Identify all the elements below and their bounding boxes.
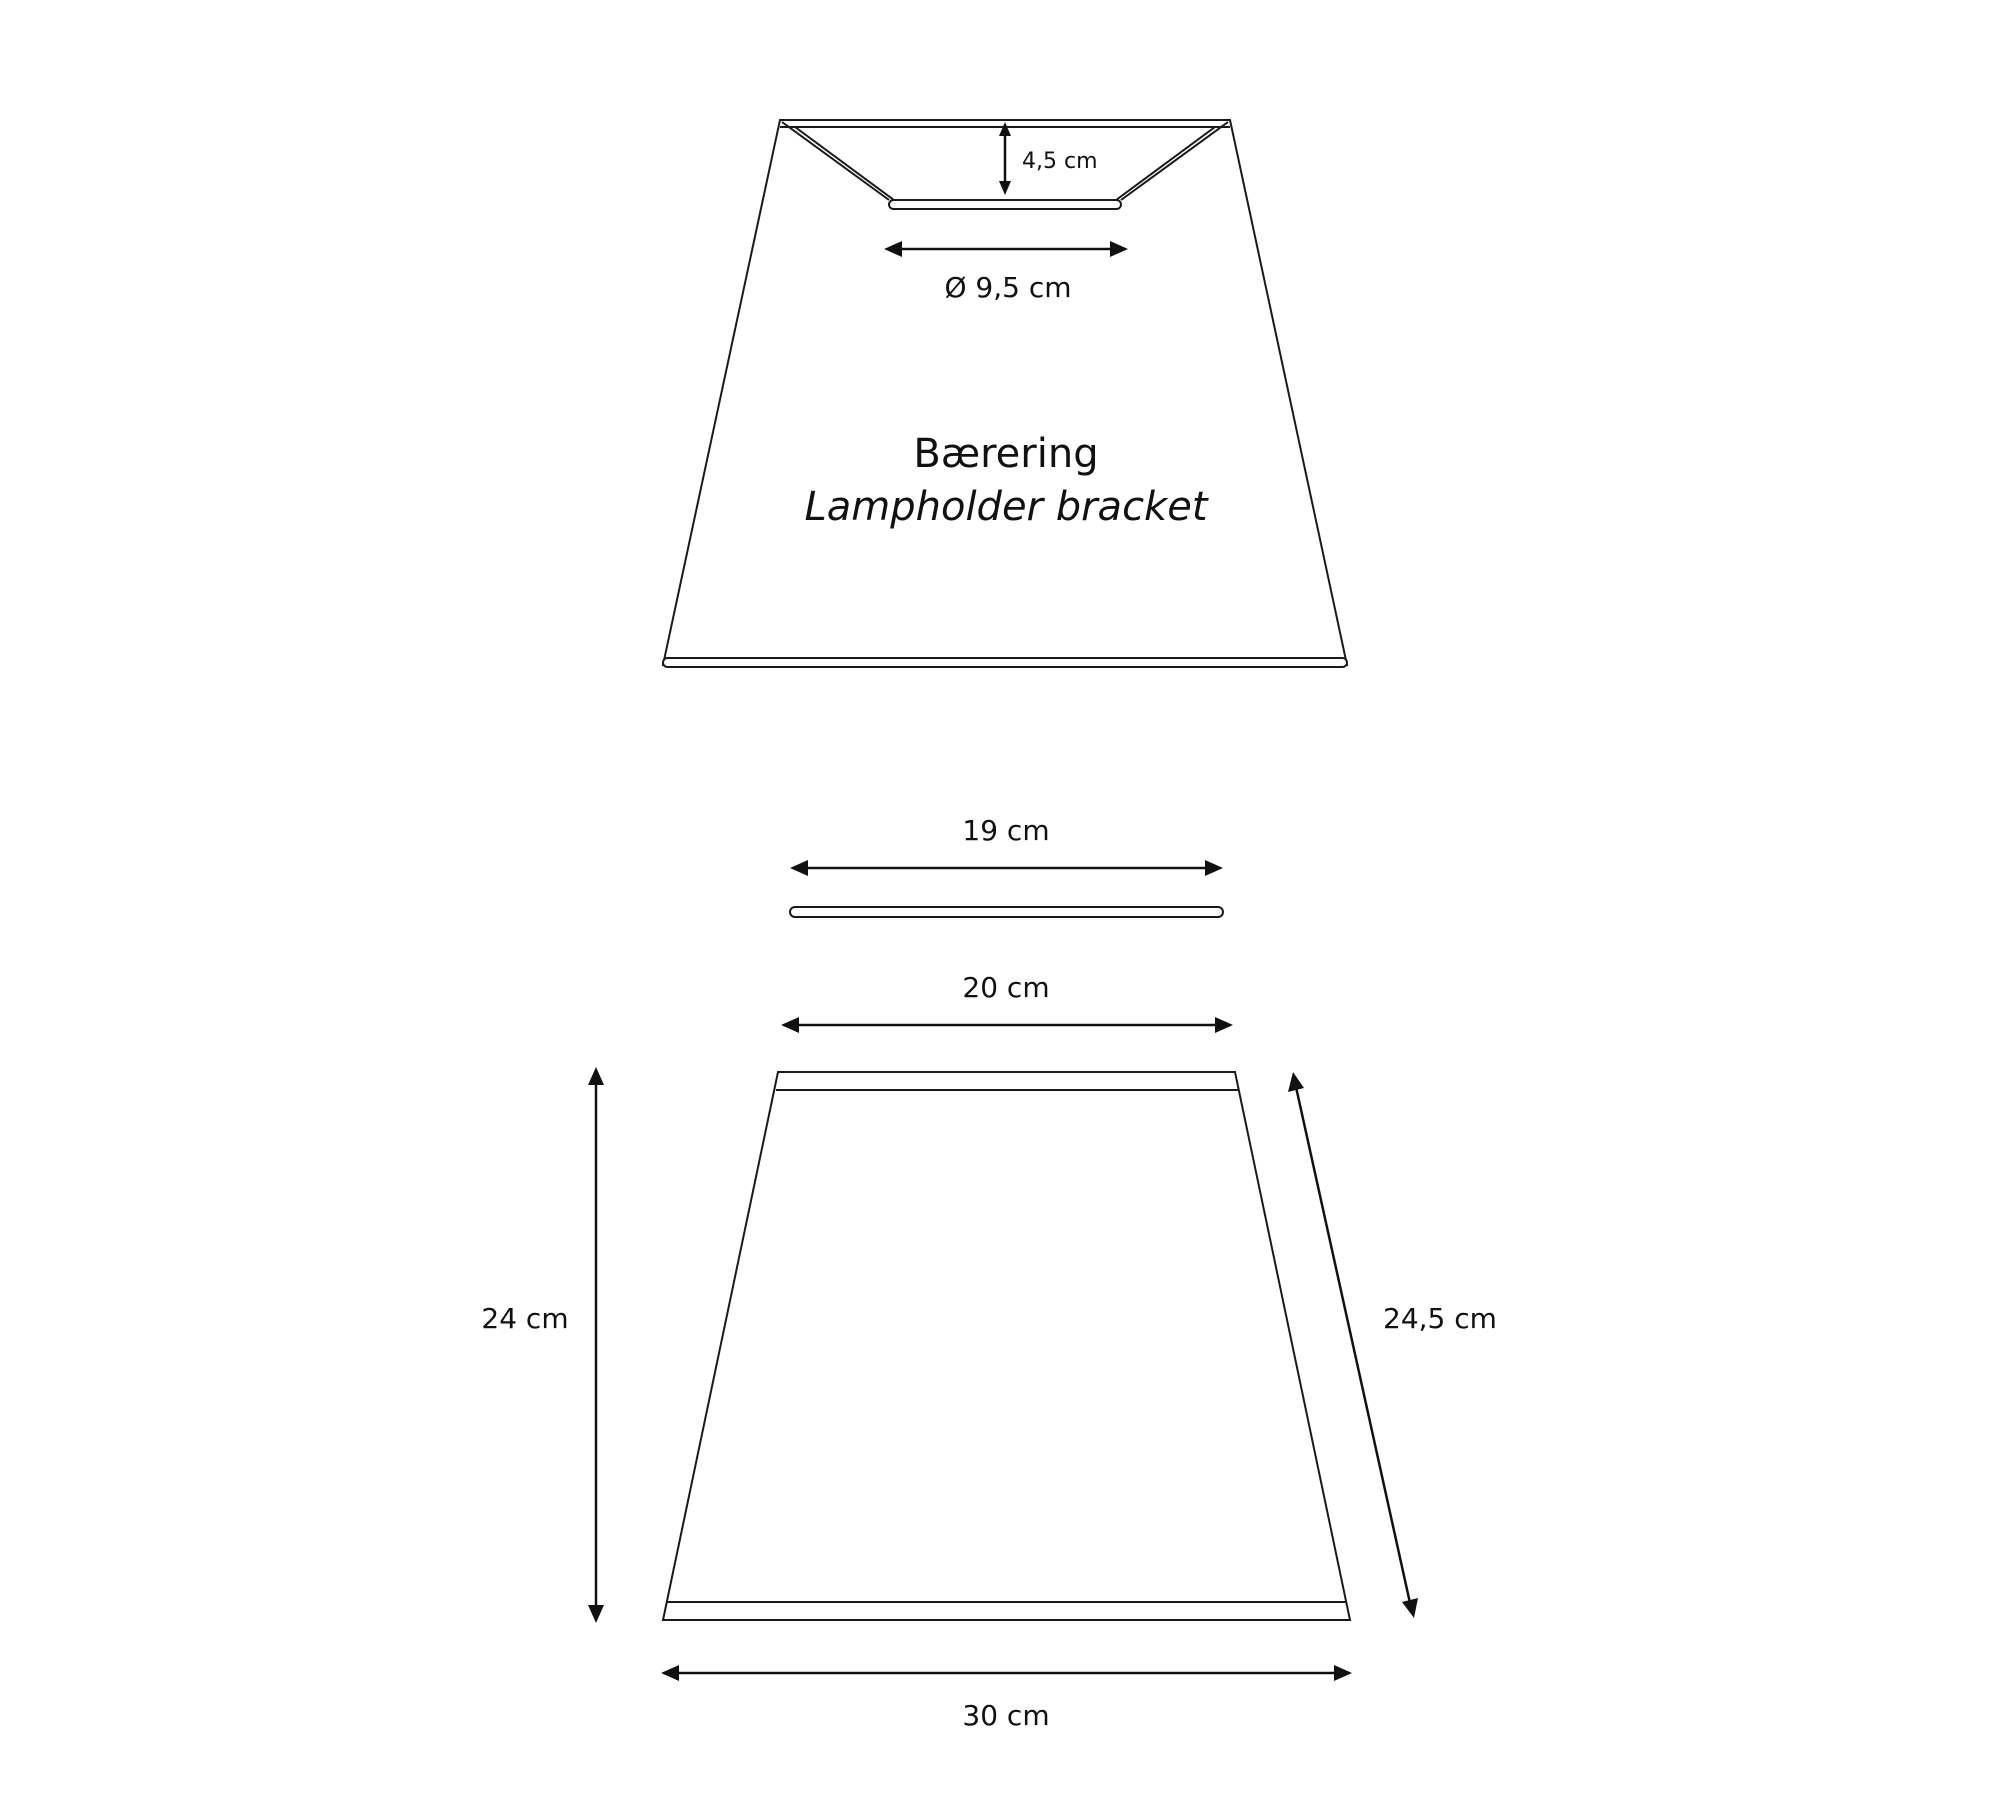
bracket-spoke-right-a (1120, 121, 1229, 201)
shade-bottom-width-label: 30 cm (962, 1699, 1049, 1732)
arrowhead-up (588, 1067, 604, 1085)
ring-diameter-label: Ø 9,5 cm (944, 271, 1071, 304)
ring-diameter-dimension: Ø 9,5 cm (884, 241, 1128, 304)
lampholder-bracket-drawing (661, 119, 1349, 668)
ring-width-label: 19 cm (962, 814, 1049, 847)
ring-height-dimension: 4,5 cm (999, 122, 1098, 195)
arrowhead-left (661, 1665, 679, 1681)
bracket-label-danish: Bærering (913, 431, 1098, 477)
bracket-spoke-right-b (1111, 126, 1216, 204)
arrowhead-left (781, 1017, 799, 1033)
shade-height-label: 24 cm (481, 1302, 568, 1335)
bracket-inner-ring (888, 199, 1122, 210)
bracket-label-english: Lampholder bracket (804, 484, 1208, 530)
bracket-spoke-left-a (781, 121, 890, 201)
arrowhead-up (999, 122, 1011, 136)
arrowhead-down (1402, 1598, 1418, 1618)
shade-top-width-label: 20 cm (962, 971, 1049, 1004)
arrowhead-left (790, 860, 808, 876)
arrowhead-right (1334, 1665, 1352, 1681)
shade-outline (661, 1071, 1352, 1621)
shade-drawing (661, 1071, 1352, 1621)
arrowhead-right (1110, 241, 1128, 257)
ring-width-dimension: 19 cm (790, 814, 1223, 876)
shade-bottom-width-dimension: 30 cm (661, 1665, 1352, 1732)
arrowhead-down (999, 181, 1011, 195)
loose-ring (789, 906, 1224, 918)
bracket-spoke-left-b (794, 126, 899, 204)
shade-height-dimension: 24 cm (481, 1067, 604, 1623)
bracket-bottom-rim (662, 657, 1348, 668)
arrowhead-up (1288, 1072, 1304, 1092)
arrowhead-left (884, 241, 902, 257)
shade-top-width-dimension: 20 cm (781, 971, 1233, 1033)
arrowhead-right (1215, 1017, 1233, 1033)
arrowhead-right (1205, 860, 1223, 876)
arrowhead-down (588, 1605, 604, 1623)
ring-height-label: 4,5 cm (1022, 149, 1098, 174)
shade-slant-label: 24,5 cm (1383, 1302, 1497, 1335)
shade-slant-dimension: 24,5 cm (1288, 1072, 1497, 1618)
